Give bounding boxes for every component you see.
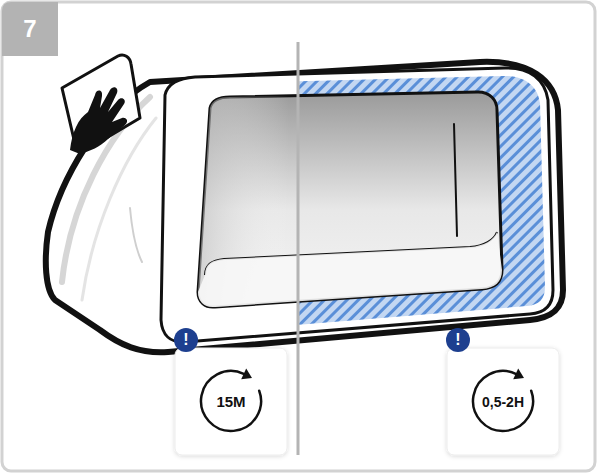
timer-icon [447,348,559,455]
timer-icon [175,348,287,455]
time-label: 0,5-2H [482,395,524,409]
time-label: 15M [216,394,245,409]
time-box: 15M [175,348,287,455]
warning-badge: ! [174,328,198,352]
mirror-frame [161,68,553,342]
step-badge [2,2,58,56]
step-number: 7 [2,2,58,56]
divider-line [297,42,300,455]
warning-badge: ! [446,328,470,352]
mirror-opening [198,92,502,307]
cloth-hand [62,55,140,154]
adhesive-band [299,76,545,334]
warning-mark: ! [455,332,460,348]
step-number: 7 [23,17,36,41]
time-box: 0,5-2H [447,348,559,455]
warning-mark: ! [183,332,188,348]
